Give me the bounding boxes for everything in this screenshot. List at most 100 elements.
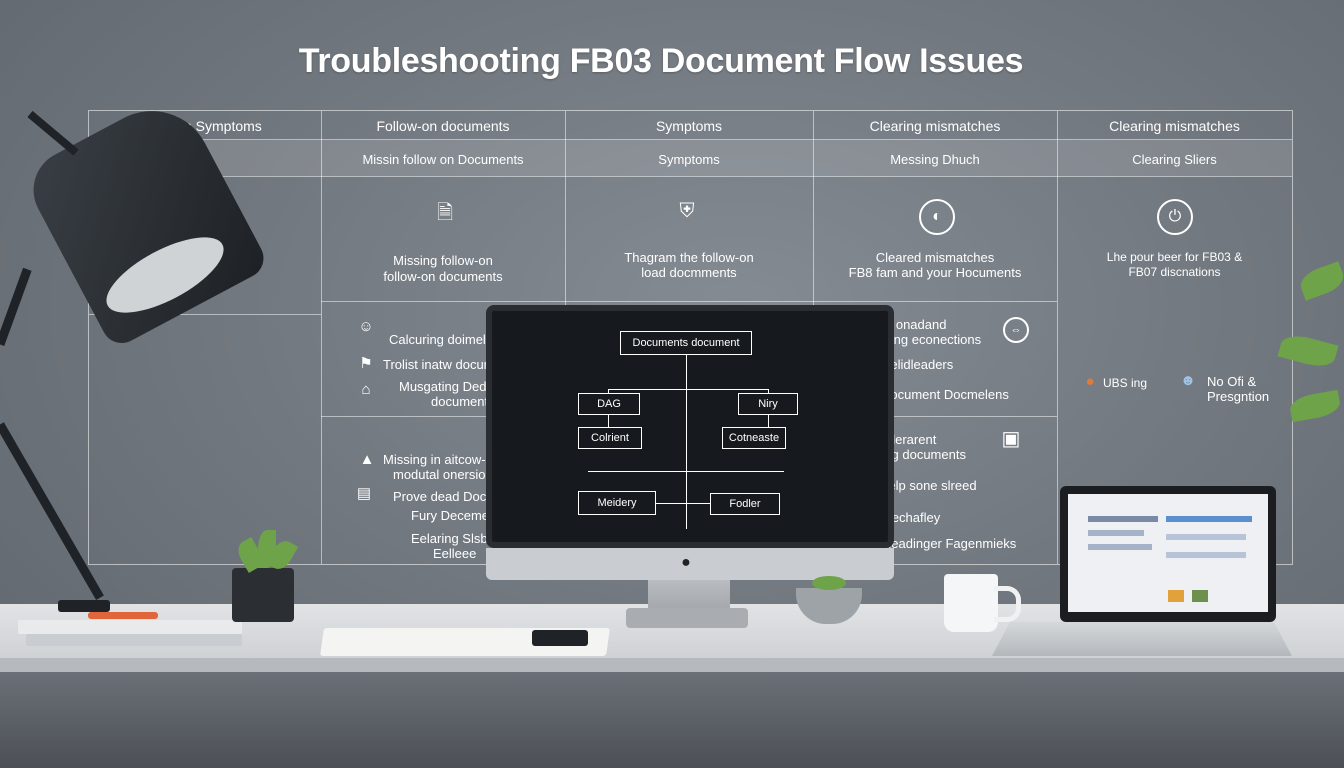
half-moon-icon: ◐ bbox=[919, 199, 955, 235]
subheader-clearing-sliers: Clearing Sliers bbox=[1132, 152, 1217, 167]
coffee-mug-handle bbox=[994, 586, 1021, 622]
col2-line2: load docmments bbox=[641, 265, 737, 280]
smartphone bbox=[532, 630, 588, 646]
bullet-icon: ● bbox=[1085, 373, 1095, 390]
flow-connector bbox=[656, 503, 710, 504]
laptop-ui-row bbox=[1166, 534, 1246, 540]
subheader-symptoms: Symptoms bbox=[658, 152, 720, 167]
left-list2-item: modutal onersions bbox=[393, 467, 500, 482]
far-right-item: UBS ing bbox=[1103, 376, 1148, 390]
laptop-ui-row bbox=[1088, 530, 1144, 536]
clipboard-icon: ▣ bbox=[1001, 428, 1021, 450]
form-icon: ▤ bbox=[356, 485, 372, 502]
grid-divider bbox=[89, 139, 1292, 140]
far-right-item: No Ofi & bbox=[1207, 374, 1257, 389]
grid-divider bbox=[321, 111, 322, 564]
col4-line2: FB07 discnations bbox=[1128, 265, 1221, 279]
subheader-missing: Missin follow on Documents bbox=[362, 152, 524, 167]
left-list-item: Trolist inatw documents bbox=[383, 357, 520, 372]
desk-edge bbox=[0, 658, 1344, 672]
pen bbox=[88, 612, 158, 619]
home-icon: ⌂ bbox=[361, 381, 371, 398]
flow-connector bbox=[608, 389, 768, 390]
page-title: Troubleshooting FB03 Document Flow Issue… bbox=[298, 42, 1024, 80]
far-right-item: Presgntion bbox=[1207, 389, 1270, 404]
flow-box-left2: Colrient bbox=[578, 427, 642, 449]
monitor-base bbox=[626, 608, 748, 628]
left-list2-item: Missing in aitcow-on bbox=[383, 452, 501, 467]
flow-box-top: Documents document bbox=[620, 331, 752, 355]
monitor-chin bbox=[486, 548, 894, 580]
right-list2-item: Cleadinger Fagenmieks bbox=[879, 536, 1017, 551]
flow-connector bbox=[768, 415, 769, 427]
flow-box-right2: Cotneaste bbox=[722, 427, 786, 449]
grid-divider bbox=[1057, 111, 1058, 564]
left-list-item: Calcuring doimelens bbox=[389, 332, 507, 347]
laptop-ui-row bbox=[1088, 516, 1158, 522]
grid-divider bbox=[321, 301, 1057, 302]
person-icon: ☺ bbox=[358, 318, 374, 335]
col3-line2: FB8 fam and your Hocuments bbox=[848, 265, 1022, 280]
power-icon: ⏻ bbox=[1157, 199, 1193, 235]
desk-lamp-arm bbox=[27, 110, 79, 156]
flow-connector bbox=[608, 415, 609, 427]
flow-box-left3: Meidery bbox=[578, 491, 656, 515]
apple-logo-icon: ● bbox=[681, 554, 691, 571]
flow-connector bbox=[608, 389, 609, 393]
flow-connector bbox=[768, 389, 769, 393]
subheader-messing: Messing Dhuch bbox=[890, 152, 980, 167]
flow-connector bbox=[686, 355, 687, 389]
laptop-ui-tile bbox=[1168, 590, 1184, 602]
plant-leaf bbox=[1296, 261, 1344, 301]
book-stack bbox=[26, 634, 242, 646]
header-symptoms: Symptoms bbox=[655, 118, 723, 134]
plant-pot bbox=[232, 568, 294, 622]
succulent-leaf bbox=[812, 576, 846, 590]
right-list2-item: Help sone slreed bbox=[879, 478, 977, 493]
plant-leaf bbox=[1288, 389, 1342, 423]
laptop-ui-row bbox=[1088, 544, 1152, 550]
grid-divider bbox=[89, 176, 1292, 177]
header-clearing: Clearing mismatches bbox=[869, 118, 1001, 134]
flow-box-left1: DAG bbox=[578, 393, 640, 415]
laptop-keyboard bbox=[992, 622, 1292, 656]
laptop-ui-row bbox=[1166, 516, 1252, 522]
coffee-mug bbox=[944, 574, 998, 632]
book-stack bbox=[18, 620, 242, 634]
right-list-item: Delidleaders bbox=[881, 357, 954, 372]
laptop-display bbox=[1068, 494, 1268, 612]
col1-line2: follow-on documents bbox=[383, 269, 503, 284]
marker-icon: ▲ bbox=[359, 451, 375, 468]
laptop-ui-tile bbox=[1192, 590, 1208, 602]
left-list2-item: Fury Decements bbox=[411, 508, 507, 523]
subheader-band bbox=[89, 140, 1292, 176]
document-icon: 🗎 bbox=[436, 202, 454, 224]
desk-lamp-base bbox=[58, 600, 110, 612]
col3-line1: Cleared mismatches bbox=[875, 250, 995, 265]
header-clearing-2: Clearing mismatches bbox=[1109, 118, 1240, 134]
right-list2-item: Mechafley bbox=[881, 510, 941, 525]
desk-front bbox=[0, 672, 1344, 768]
laptop-ui-row bbox=[1166, 552, 1246, 558]
col4-line1: Lhe pour beer for FB03 & bbox=[1106, 250, 1243, 264]
user-icon: ☻ bbox=[1180, 372, 1196, 389]
left-list2-item: Eelaring Slsbure bbox=[411, 531, 507, 546]
troubleshooting-grid: Design Symptoms Follow-on documents Symp… bbox=[88, 110, 1293, 565]
security-doc-icon: ⛨ bbox=[679, 200, 695, 222]
link-icon: ⇔ bbox=[1003, 317, 1029, 343]
flow-connector bbox=[588, 471, 784, 472]
col2-line1: Thagram the follow-on bbox=[624, 250, 754, 265]
flow-connector bbox=[686, 389, 687, 529]
monitor-screen: Documents document DAG Niry Colrient Cot… bbox=[486, 305, 894, 548]
header-follow-on: Follow-on documents bbox=[376, 118, 510, 134]
left-list-item: documents bbox=[431, 394, 495, 409]
desk-lamp-arm bbox=[0, 267, 32, 347]
flow-box-right1: Niry bbox=[738, 393, 798, 415]
col1-line1: Missing follow-on bbox=[393, 253, 493, 268]
grid-divider bbox=[89, 314, 321, 315]
monitor-stand bbox=[648, 580, 730, 610]
right-list-item: Document Docmelens bbox=[881, 387, 1009, 402]
users-icon: ⚑ bbox=[359, 355, 373, 372]
flow-box-right3: Fodler bbox=[710, 493, 780, 515]
